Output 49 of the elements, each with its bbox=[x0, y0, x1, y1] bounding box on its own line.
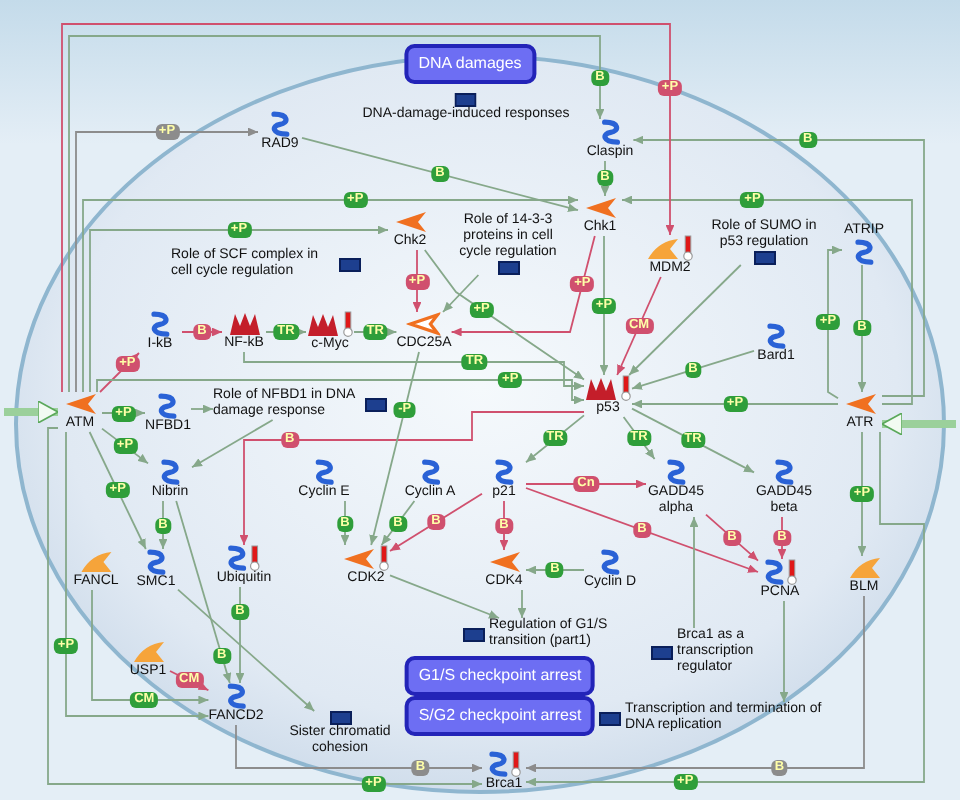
arrow bbox=[517, 589, 527, 619]
arrow bbox=[881, 412, 956, 436]
arrow bbox=[525, 431, 925, 787]
arrow bbox=[88, 431, 147, 550]
arrow bbox=[61, 23, 675, 393]
arrow bbox=[75, 127, 259, 393]
arrow bbox=[616, 276, 662, 376]
arrow bbox=[243, 351, 585, 391]
arrow bbox=[239, 411, 585, 546]
arrow bbox=[235, 724, 483, 773]
arrow bbox=[631, 407, 755, 474]
arrow bbox=[525, 595, 865, 773]
arrow bbox=[628, 264, 742, 376]
checkpoint-box: G1/S checkpoint arrest bbox=[404, 656, 596, 696]
arrow bbox=[423, 249, 585, 381]
checkpoint-box: S/G2 checkpoint arrest bbox=[404, 695, 596, 735]
arrow bbox=[857, 431, 867, 557]
arrow bbox=[158, 500, 168, 550]
arrow bbox=[190, 404, 214, 414]
arrow bbox=[301, 136, 579, 212]
arrow bbox=[632, 135, 925, 397]
arrow bbox=[631, 349, 755, 390]
arrow bbox=[705, 513, 759, 562]
arrow bbox=[827, 245, 843, 400]
arrow bbox=[857, 264, 867, 393]
arrow bbox=[389, 492, 483, 552]
arrow bbox=[779, 600, 789, 703]
arrow bbox=[91, 589, 210, 705]
arrow bbox=[96, 379, 585, 405]
arrow bbox=[621, 195, 913, 405]
arrow bbox=[177, 588, 316, 712]
arrow bbox=[65, 431, 210, 721]
arrow bbox=[442, 274, 480, 313]
arrow bbox=[689, 516, 699, 629]
arrow bbox=[191, 419, 274, 469]
arrow bbox=[525, 479, 647, 489]
arrow bbox=[89, 225, 389, 393]
arrow bbox=[450, 235, 596, 337]
checkpoint-box: DNA damages bbox=[404, 44, 536, 84]
arrow bbox=[82, 195, 579, 393]
arrow bbox=[599, 235, 609, 376]
arrow bbox=[4, 400, 59, 424]
arrow bbox=[175, 500, 232, 684]
arrow bbox=[631, 399, 839, 409]
arrow bbox=[235, 586, 245, 684]
arrow bbox=[525, 487, 759, 573]
arrow bbox=[389, 574, 500, 619]
arrow bbox=[369, 351, 420, 546]
arrow bbox=[68, 35, 605, 393]
